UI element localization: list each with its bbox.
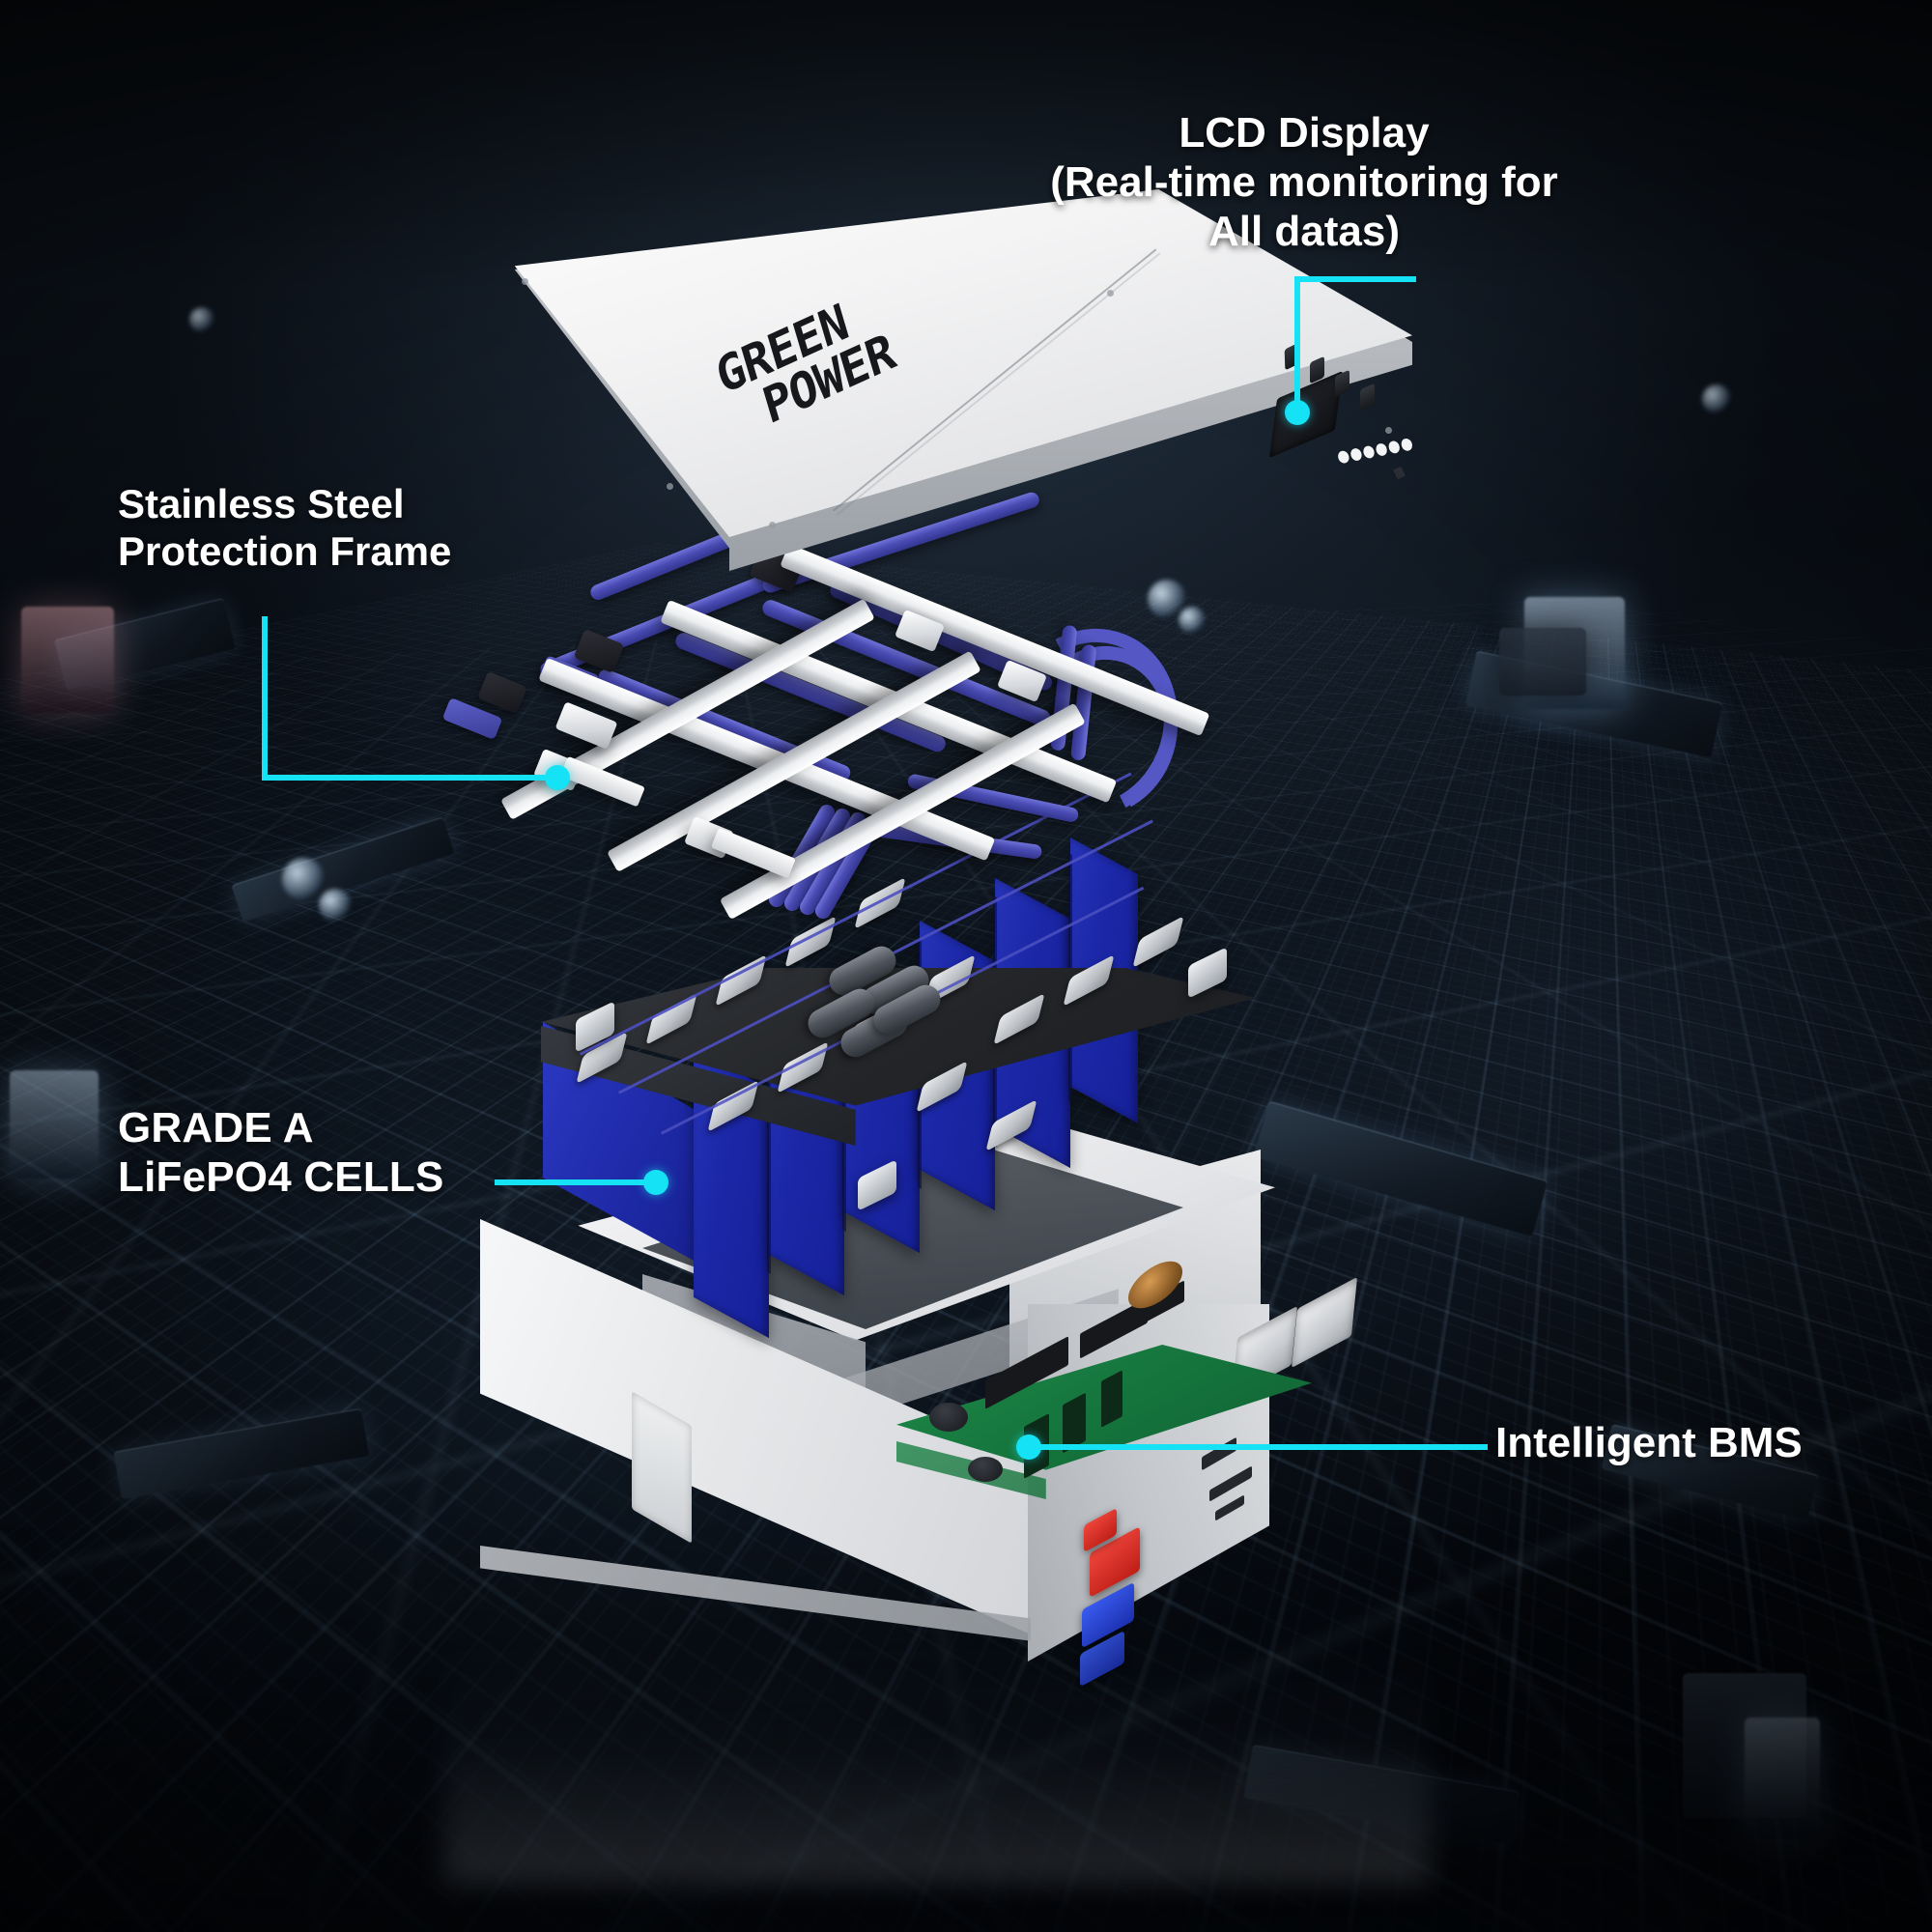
lcd-button[interactable] [1335, 369, 1350, 398]
leader-lcd-horizontal [1294, 276, 1416, 282]
callout-lcd-line-1: LCD Display [1179, 109, 1430, 156]
lcd-button[interactable] [1360, 383, 1375, 412]
leader-bms-horizontal [1039, 1444, 1488, 1450]
callout-lcd-display: LCD Display (Real-time monitoring for Al… [995, 108, 1613, 256]
callout-intelligent-bms: Intelligent BMS [1495, 1418, 1803, 1467]
comm-port-right [1291, 1276, 1358, 1369]
lid-port [1393, 466, 1406, 480]
callout-lcd-line-2: (Real-time monitoring for [1050, 158, 1558, 207]
callout-frame-line-2: Protection Frame [118, 527, 452, 574]
callout-lcd-line-3: All datas) [1208, 208, 1401, 256]
leader-frame-dot [545, 765, 570, 790]
leader-lcd-dot [1285, 400, 1310, 425]
callout-bms-line-1: Intelligent BMS [1495, 1419, 1803, 1466]
callout-stainless-steel-frame: Stainless Steel Protection Frame [118, 481, 451, 575]
floor-reflection [444, 1633, 1430, 1884]
callout-cells-line-2: LiFePO4 CELLS [118, 1153, 444, 1202]
callout-frame-line-1: Stainless Steel [118, 481, 405, 526]
leader-lcd-vertical [1294, 276, 1300, 412]
callout-cells-line-1: GRADE A [118, 1104, 314, 1151]
leader-frame-horizontal [262, 775, 555, 781]
leader-cells-dot [643, 1170, 668, 1195]
lcd-status-leds [1336, 422, 1417, 476]
leader-frame-vertical [262, 616, 268, 781]
leader-bms-dot [1016, 1435, 1041, 1460]
leader-cells-horizontal [495, 1179, 655, 1185]
callout-grade-a-lifepo4-cells: GRADE A LiFePO4 CELLS [118, 1103, 444, 1202]
